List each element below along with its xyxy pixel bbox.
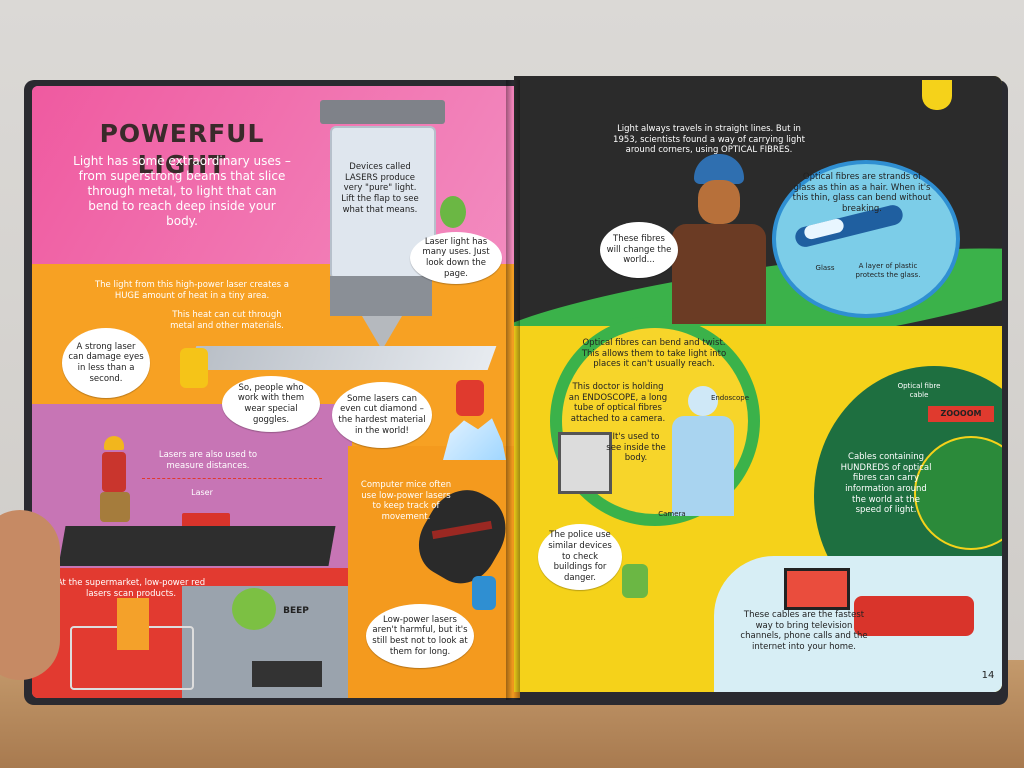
scientist bbox=[664, 154, 774, 324]
laser-beam-line bbox=[142, 478, 322, 479]
book-spine bbox=[506, 80, 520, 700]
bubble-diamond: Some lasers can even cut diamond – the h… bbox=[332, 382, 432, 448]
beep-label: BEEP bbox=[283, 606, 309, 616]
hand bbox=[0, 510, 60, 680]
laser-label: Laser bbox=[191, 488, 213, 497]
cable-label: Optical fibre cable bbox=[897, 382, 941, 399]
green-character bbox=[440, 196, 466, 228]
see-inside-text: It's used to see inside the body. bbox=[606, 432, 666, 464]
tv bbox=[784, 568, 850, 610]
flap-text: Devices called LASERS produce very "pure… bbox=[341, 162, 419, 215]
endoscope-text: This doctor is holding an ENDOSCOPE, a l… bbox=[568, 382, 668, 424]
laser-flap bbox=[330, 126, 436, 280]
globe bbox=[914, 436, 1002, 550]
worker bbox=[94, 436, 134, 536]
cut-text: This heat can cut through metal and othe… bbox=[170, 310, 284, 331]
mice-text: Computer mice often use low-power lasers… bbox=[360, 480, 452, 522]
right-page: Light always travels in straight lines. … bbox=[514, 76, 1002, 692]
bubble-police: The police use similar devices to check … bbox=[538, 524, 622, 590]
toolbox bbox=[182, 513, 230, 529]
green-character-right bbox=[622, 564, 648, 598]
bubble-change: These fibres will change the world... bbox=[600, 222, 678, 278]
zoom-label: ZOOOOM bbox=[928, 406, 994, 422]
page-title: POWERFUL LIGHT bbox=[99, 119, 265, 180]
endoscope-label: Endoscope bbox=[710, 394, 750, 402]
yellow-lamp-character bbox=[922, 80, 952, 110]
red-character bbox=[456, 380, 484, 416]
apple bbox=[232, 588, 276, 630]
doctor bbox=[664, 386, 740, 516]
laser-machine-top bbox=[320, 100, 445, 124]
supermarket-text: At the supermarket, low-power red lasers… bbox=[56, 578, 206, 599]
page-number: 14 bbox=[981, 670, 995, 681]
plastic-label: A layer of plastic protects the glass. bbox=[855, 262, 921, 279]
heat-text: The light from this high-power laser cre… bbox=[94, 280, 290, 301]
sofa bbox=[854, 596, 974, 636]
bubble-laser-uses: Laser light has many uses. Just look dow… bbox=[410, 232, 502, 284]
tv-text: These cables are the fastest way to brin… bbox=[740, 610, 868, 652]
bubble-damage: A strong laser can damage eyes in less t… bbox=[62, 328, 150, 398]
bubble-goggles: So, people who work with them wear speci… bbox=[222, 376, 320, 432]
laser-nozzle bbox=[330, 276, 432, 316]
top-text: Light always travels in straight lines. … bbox=[613, 124, 805, 156]
measure-text: Lasers are also used to measure distance… bbox=[158, 450, 258, 471]
bubble-harmful: Low-power lasers aren't harmful, but it'… bbox=[366, 604, 474, 668]
laser-tip bbox=[362, 316, 402, 350]
left-page: POWERFUL LIGHT Light has some extraordin… bbox=[32, 86, 520, 698]
circle-text: Optical fibres are strands of glass as t… bbox=[792, 172, 932, 214]
monitor bbox=[558, 432, 612, 494]
blue-character bbox=[472, 576, 496, 610]
bend-text: Optical fibres can bend and twist. This … bbox=[581, 338, 727, 370]
cables-text: Cables containing HUNDREDS of optical fi… bbox=[840, 452, 932, 516]
camera-label: Camera bbox=[658, 510, 686, 518]
glass-label: Glass bbox=[815, 264, 835, 272]
intro-text: Light has some extraordinary uses – from… bbox=[73, 154, 291, 228]
metal-sheet bbox=[187, 346, 497, 370]
yellow-character bbox=[180, 348, 208, 388]
scanner-window bbox=[252, 661, 322, 687]
juice-carton bbox=[117, 598, 149, 650]
